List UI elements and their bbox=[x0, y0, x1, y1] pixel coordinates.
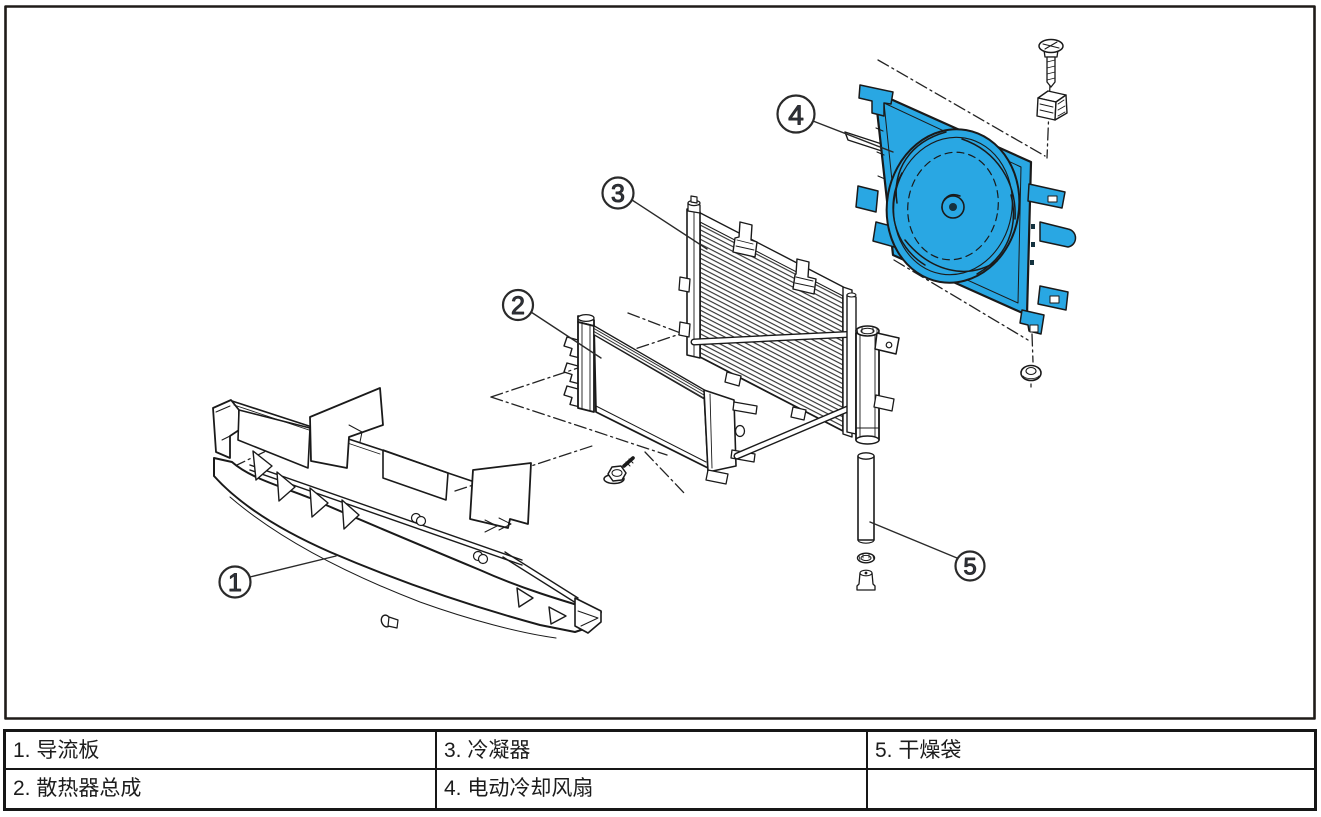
desiccant-bag bbox=[856, 452, 876, 591]
callout-5: 5 bbox=[954, 550, 986, 582]
retaining-clip bbox=[1036, 90, 1068, 121]
legend-cell-cooling-fan: 4. 电动冷却风扇 bbox=[437, 770, 868, 808]
legend-cell-desiccant-bag: 5. 干燥袋 bbox=[868, 732, 1314, 770]
radiator-assembly bbox=[563, 313, 758, 485]
fan-blades bbox=[892, 131, 1016, 275]
callout-3-number: 3 bbox=[611, 180, 625, 208]
deflector-plate bbox=[212, 387, 602, 639]
receiver-drier bbox=[855, 325, 900, 445]
grommet bbox=[1020, 364, 1042, 388]
callout-3: 3 bbox=[601, 176, 635, 210]
legend-cell-empty bbox=[868, 770, 1314, 808]
callout-1-number: 1 bbox=[228, 569, 242, 597]
electric-cooling-fan bbox=[844, 84, 1077, 335]
mounting-bolt bbox=[603, 456, 635, 485]
callout-4-number: 4 bbox=[788, 100, 804, 131]
callout-2: 2 bbox=[501, 288, 535, 322]
callout-5-number: 5 bbox=[963, 554, 976, 581]
callout-2-number: 2 bbox=[511, 292, 525, 320]
mounting-screw bbox=[1038, 38, 1064, 88]
legend-cell-deflector: 1. 导流板 bbox=[6, 732, 437, 770]
push-pin-fastener bbox=[380, 614, 399, 629]
diagram-frame bbox=[4, 5, 1316, 720]
legend-cell-condenser: 3. 冷凝器 bbox=[437, 732, 868, 770]
legend-table: 1. 导流板 3. 冷凝器 5. 干燥袋 2. 散热器总成 4. 电动冷却风扇 bbox=[3, 729, 1317, 811]
callout-1: 1 bbox=[218, 565, 252, 599]
callouts: 1 2 3 4 5 bbox=[218, 94, 986, 599]
legend-row: 2. 散热器总成 4. 电动冷却风扇 bbox=[6, 770, 1314, 808]
legend-row: 1. 导流板 3. 冷凝器 5. 干燥袋 bbox=[6, 732, 1314, 770]
legend-cell-radiator-assembly: 2. 散热器总成 bbox=[6, 770, 437, 808]
condenser bbox=[678, 195, 868, 460]
exploded-view-diagram: 1 2 3 4 5 bbox=[4, 5, 1316, 720]
callout-4: 4 bbox=[776, 94, 816, 134]
